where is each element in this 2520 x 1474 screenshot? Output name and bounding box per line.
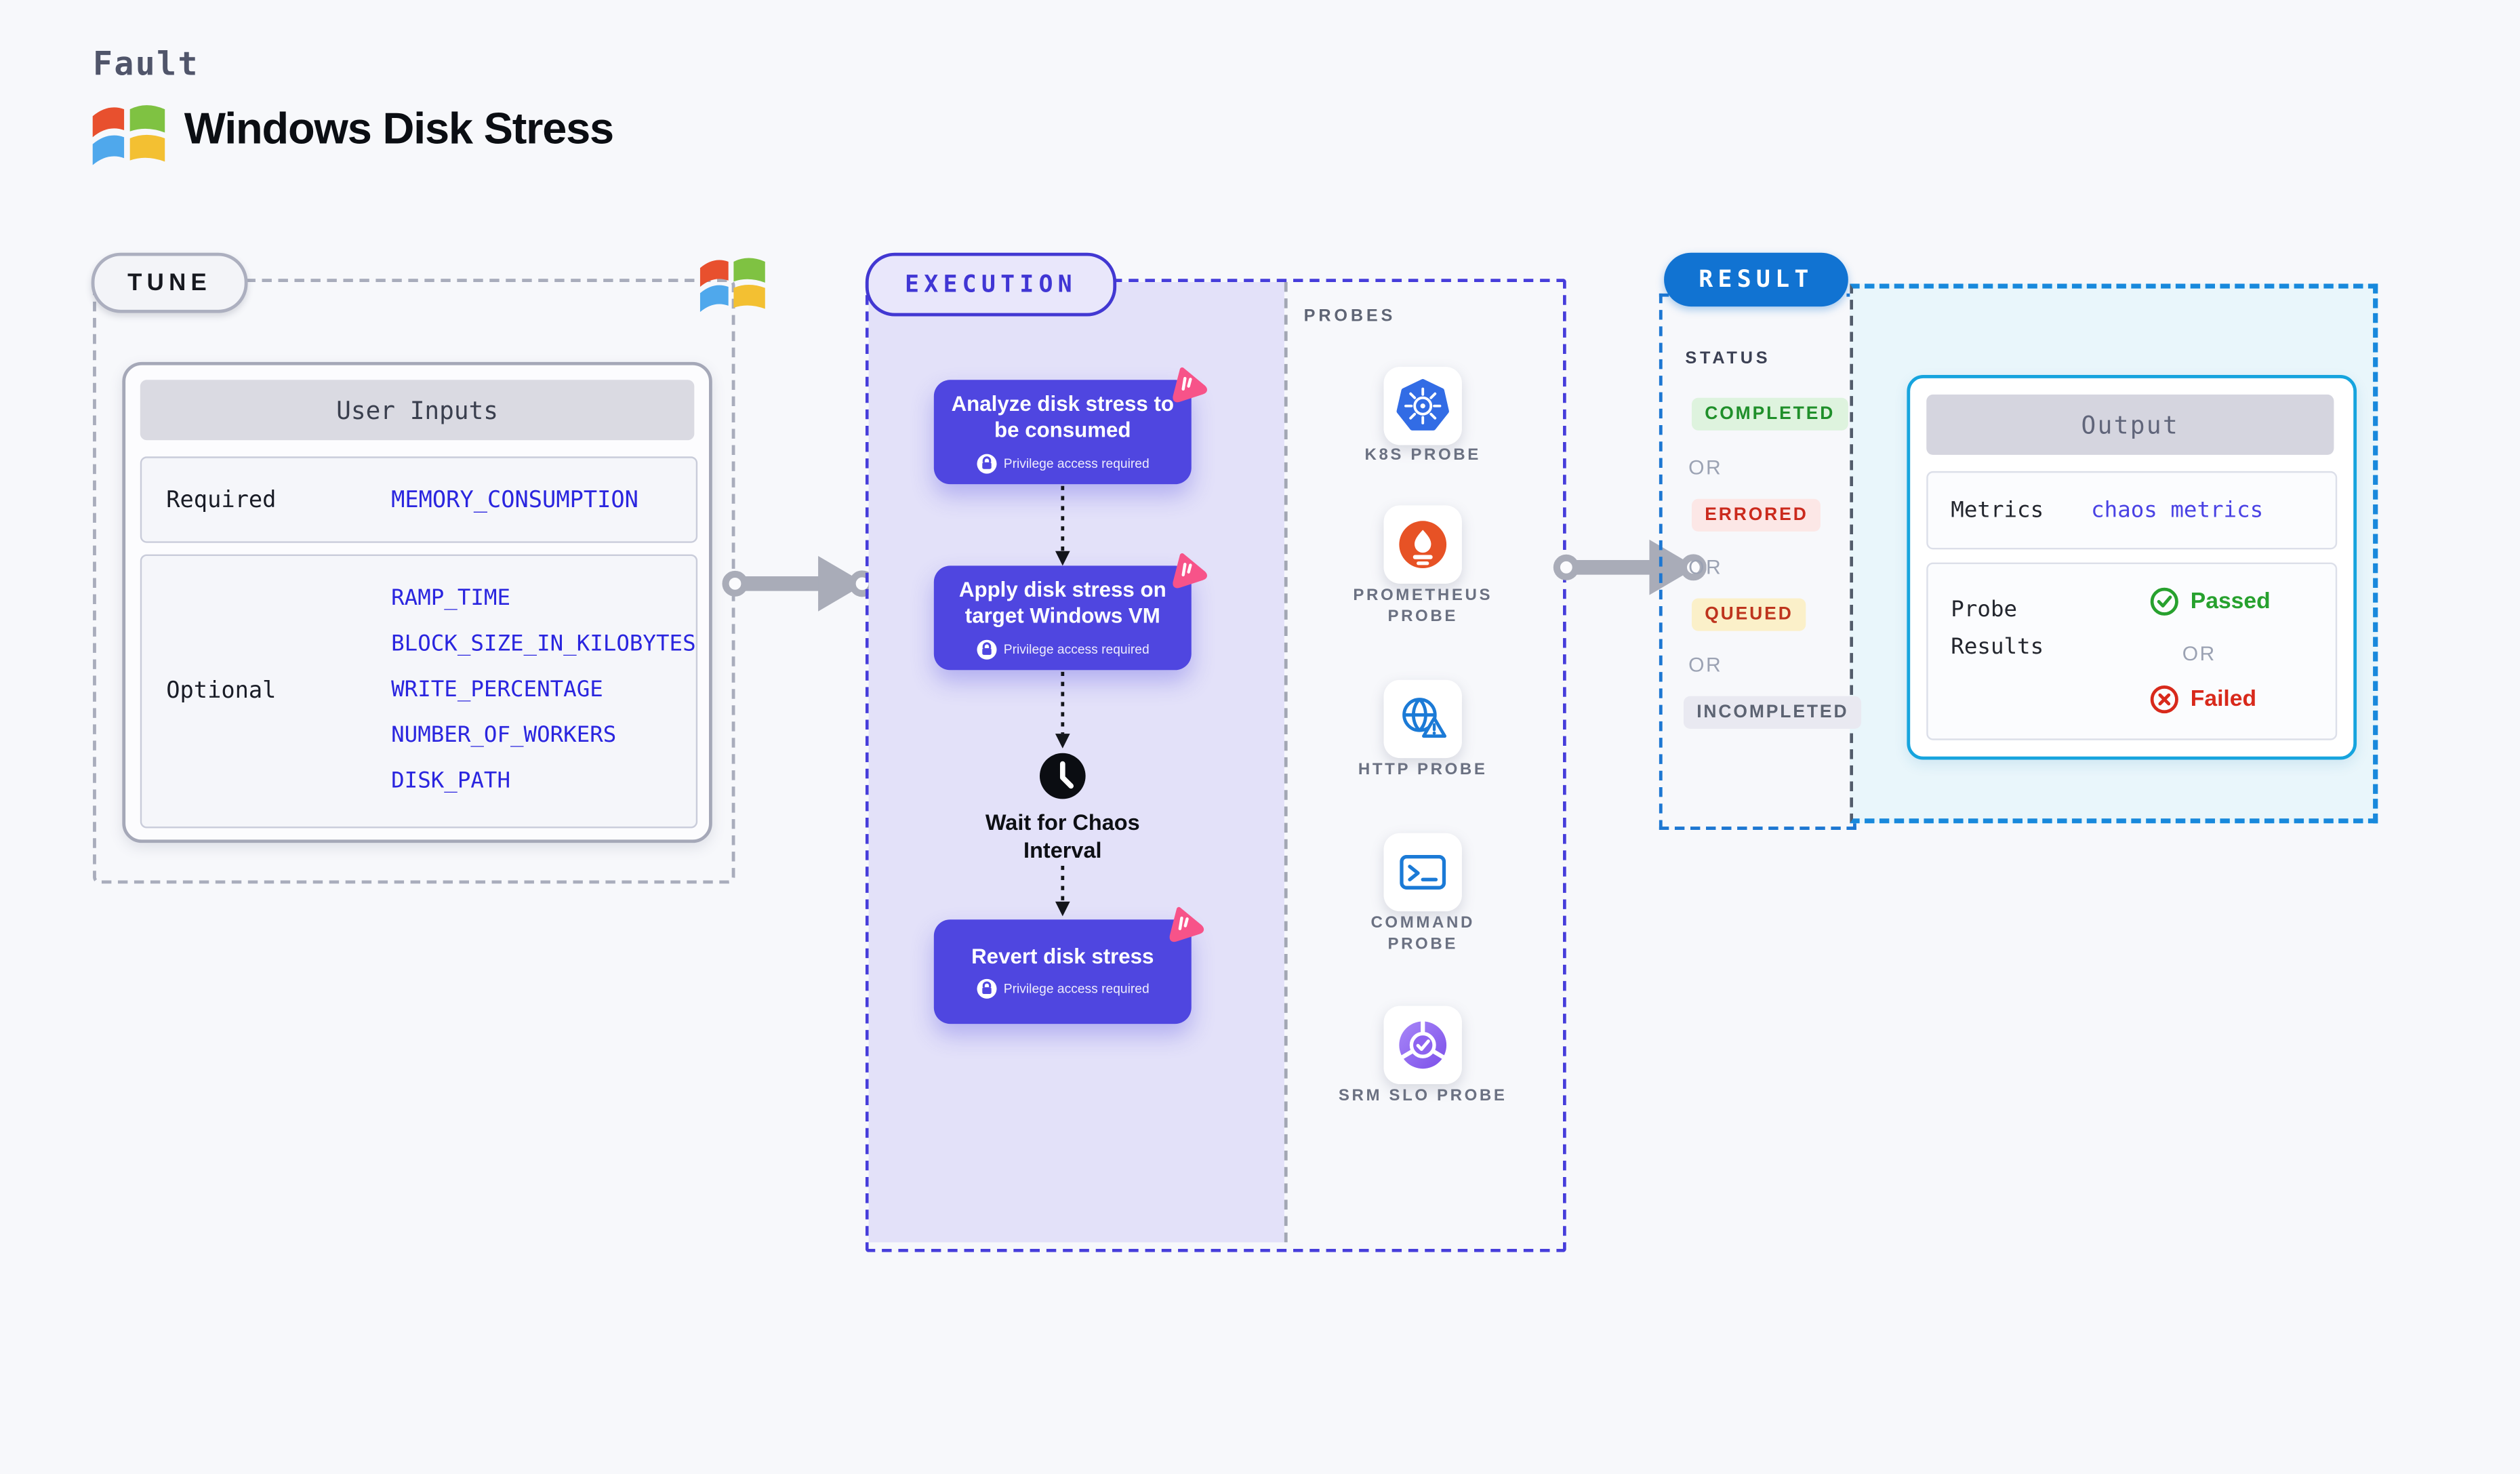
privilege-label: Privilege access required [1003,641,1150,656]
optional-value: NUMBER_OF_WORKERS [391,722,617,749]
execution-panel [865,279,1566,1252]
terminal-icon [1400,854,1446,890]
optional-value: BLOCK_SIZE_IN_KILOBYTES [391,631,696,658]
chaos-icon [1169,907,1204,942]
metrics-label: Metrics [1951,496,2044,523]
or-separator: OR [1688,555,1723,579]
status-badge-completed: COMPLETED [1691,397,1848,431]
probe-results-label: Probe Results [1951,597,2044,660]
metrics-row: Metrics chaos metrics [1926,471,2338,550]
probe-label-srm-slo: SRM SLO PROBE [1338,1087,1507,1106]
optional-value: DISK_PATH [391,768,511,795]
output-card: Output Metrics chaos metrics Probe Resul… [1907,375,2357,760]
privilege-row: Privilege access required [976,978,1150,999]
step-title: Revert disk stress [971,943,1154,968]
status-title: STATUS [1685,348,1771,369]
chaos-icon [1173,553,1207,589]
clock-icon [1039,753,1086,799]
optional-value: WRITE_PERCENTAGE [391,676,603,703]
privilege-row: Privilege access required [976,452,1150,473]
or-separator: OR [2182,642,2216,666]
tune-badge-label: TUNE [127,269,211,296]
lock-icon [977,639,997,659]
user-inputs-card: User Inputs Required MEMORY_CONSUMPTION … [122,361,712,843]
output-title: Output [1926,394,2334,455]
connector-arrow [1055,865,1070,917]
windows-logo-icon [92,105,165,165]
privilege-row: Privilege access required [976,638,1150,659]
connector-arrow [1055,485,1070,566]
step-revert-disk-stress: Revert disk stress Privilege access requ… [933,919,1192,1024]
step-title: Analyze disk stress to be consumed [951,390,1174,442]
required-label: Required [166,486,277,513]
status-badge-errored: ERRORED [1691,498,1821,532]
step-analyze-disk-stress: Analyze disk stress to be consumed Privi… [933,380,1192,485]
required-inputs-row: Required MEMORY_CONSUMPTION [140,456,698,543]
passed-label: Passed [2190,586,2271,614]
probe-card-command [1383,833,1462,912]
slo-pie-icon [1399,1021,1447,1069]
page-title: Windows Disk Stress [184,104,614,154]
probe-label-prometheus: PROMETHEUS PROBE [1353,586,1493,626]
kubernetes-icon [1396,379,1449,431]
probe-label-k8s: K8S PROBE [1364,446,1481,465]
optional-inputs-row: Optional RAMP_TIME BLOCK_SIZE_IN_KILOBYT… [140,554,698,829]
step-apply-disk-stress: Apply disk stress on target Windows VM P… [933,565,1192,671]
probe-card-srm-slo [1383,1005,1462,1085]
prometheus-icon [1399,521,1447,569]
wait-interval-label: Wait for Chaos Interval [985,810,1140,863]
probe-label-http: HTTP PROBE [1358,761,1488,780]
tune-badge: TUNE [91,252,248,313]
probe-label-command: COMMAND PROBE [1370,914,1475,953]
chaos-icon [1173,367,1207,403]
x-circle-icon [2150,685,2178,714]
user-inputs-title: User Inputs [140,380,695,441]
metrics-value: chaos metrics [2091,497,2264,523]
probe-results-row: Probe Results Passed OR Failed [1926,562,2338,740]
execution-badge: EXECUTION [865,252,1117,317]
check-circle-icon [2150,587,2178,616]
status-badge-incompleted: INCOMPLETED [1683,696,1862,729]
lock-icon [977,453,997,473]
optional-values-list: RAMP_TIME BLOCK_SIZE_IN_KILOBYTES WRITE_… [391,576,696,804]
windows-logo-small-icon [699,258,765,313]
probe-card-prometheus [1383,505,1462,584]
lock-icon [977,979,997,999]
execution-badge-label: EXECUTION [905,271,1077,298]
probe-card-k8s [1383,367,1462,445]
status-badge-queued: QUEUED [1691,598,1806,631]
result-badge: RESULT [1664,252,1848,307]
optional-label: Optional [166,678,277,704]
optional-value: RAMP_TIME [391,585,511,612]
probe-card-http [1383,679,1462,759]
result-badge-label: RESULT [1699,266,1814,293]
privilege-label: Privilege access required [1003,456,1150,471]
arrow-tune-to-execution [722,555,876,612]
step-title: Apply disk stress on target Windows VM [958,576,1166,628]
http-globe-icon [1402,698,1447,738]
probes-title: PROBES [1303,306,1396,326]
failed-label: Failed [2190,684,2257,711]
required-value: MEMORY_CONSUMPTION [391,486,638,513]
privilege-label: Privilege access required [1003,982,1150,997]
or-separator: OR [1688,654,1723,677]
connector-arrow [1055,671,1070,749]
probes-divider [1284,281,1288,1243]
fault-category-label: Fault [93,43,199,83]
or-separator: OR [1688,456,1723,479]
